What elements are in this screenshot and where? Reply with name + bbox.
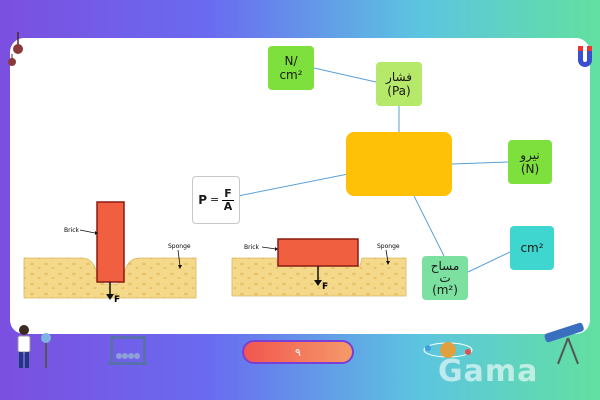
magnet-icon [578, 46, 592, 67]
unit-n-per-cm2-line2: cm² [279, 68, 303, 82]
planets-icon [423, 342, 473, 358]
sponge-label-right: Sponge [377, 243, 400, 250]
brick-flat [277, 238, 359, 267]
unit-n-per-cm2-box: N/ cm² [268, 46, 314, 90]
telescope-icon [544, 322, 584, 365]
force-label-left: F [114, 295, 120, 305]
area-label-line1: مساح [430, 259, 460, 273]
area-unit: (m²) [432, 283, 458, 297]
pressure-label: فشار [386, 70, 412, 84]
sponge-label-left: Sponge [168, 243, 191, 250]
cm2-unit-label: cm² [520, 241, 544, 255]
pressure-unit: (Pa) [387, 84, 411, 98]
cm2-unit-box: cm² [510, 226, 554, 270]
force-arrowhead-left [106, 294, 114, 300]
pressure-formula-box: P = F A [192, 176, 240, 224]
brick-upright [96, 201, 125, 283]
area-box: مساح ت (m²) [422, 256, 468, 300]
gama-watermark: Gama [438, 354, 539, 389]
force-label: نیرو [520, 148, 540, 162]
formula-p: P [198, 193, 208, 207]
flat-brick-scene [231, 238, 407, 297]
upright-brick-scene [23, 201, 197, 300]
force-box: نیرو (N) [508, 140, 552, 184]
scientist-figure-icon [17, 325, 51, 368]
sponge-left [23, 257, 197, 299]
page-number-button[interactable]: ۹ [242, 340, 354, 364]
formula-numerator: F [222, 186, 234, 201]
force-unit: (N) [520, 162, 540, 176]
formula-fraction: F A [222, 186, 234, 213]
page-number: ۹ [295, 345, 301, 359]
force-arrowhead-right [314, 280, 322, 286]
brick-label-left: Brick [64, 227, 80, 234]
center-concept-box [346, 132, 452, 196]
pendulum-icon [8, 32, 23, 66]
formula-denominator: A [223, 199, 233, 213]
unit-n-per-cm2-line1: N/ [284, 54, 298, 68]
sponge-right [231, 257, 407, 297]
pressure-box: فشار (Pa) [376, 62, 422, 106]
force-label-right: F [322, 282, 328, 292]
area-label-line2: ت [439, 271, 451, 285]
formula-equals: = [210, 193, 220, 206]
newton-cradle-icon [108, 336, 148, 365]
brick-label-right: Brick [244, 244, 260, 251]
